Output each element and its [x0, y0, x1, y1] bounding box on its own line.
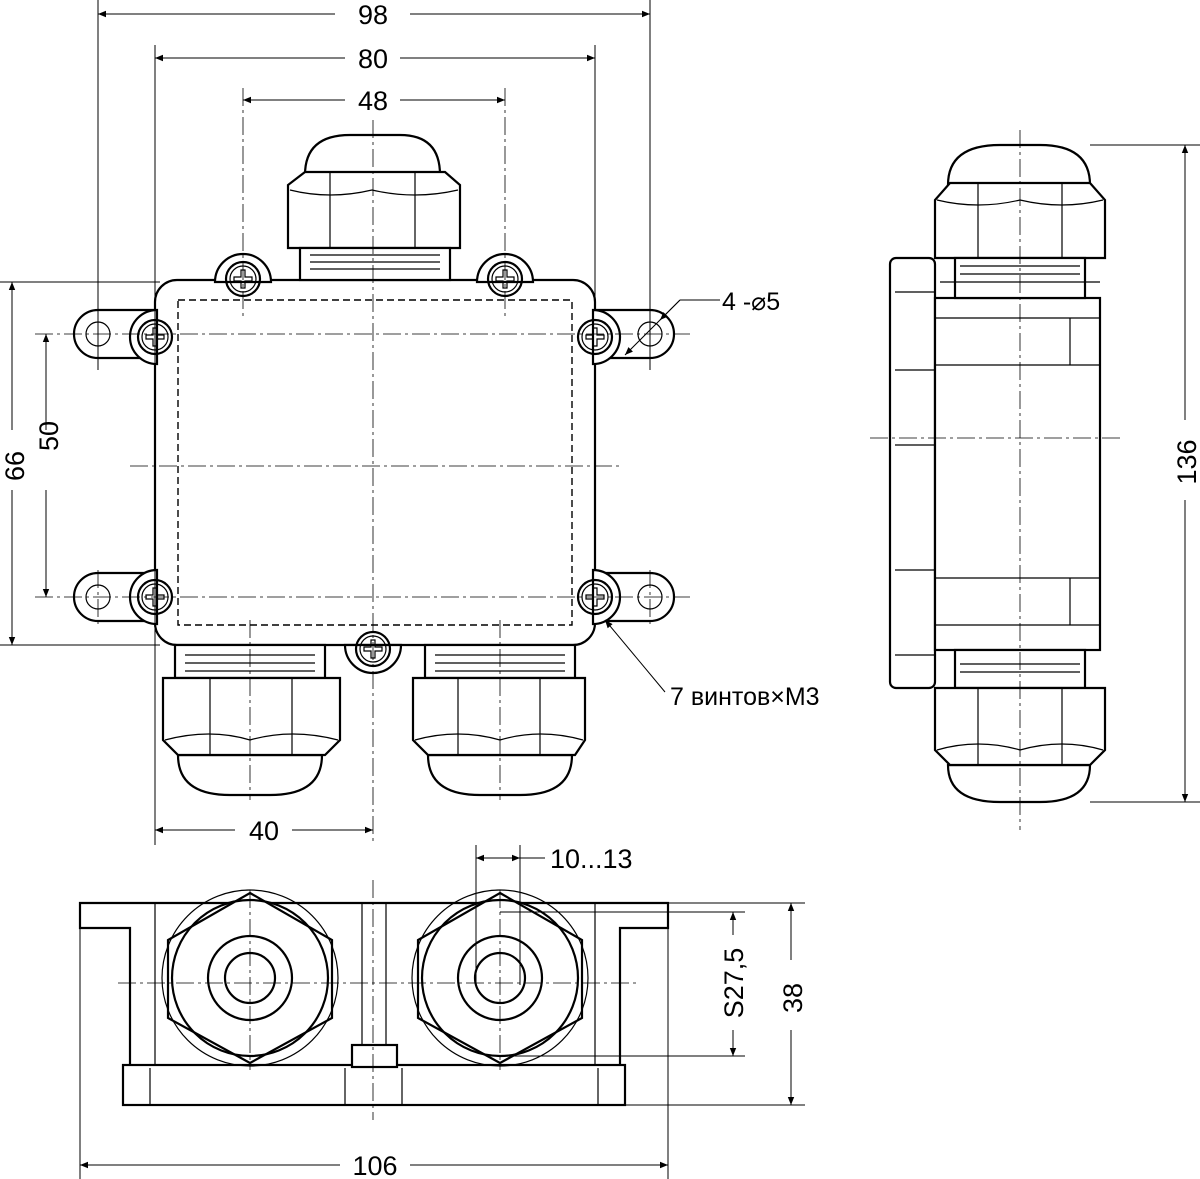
front-view	[35, 88, 690, 845]
top-cable-gland	[286, 133, 462, 282]
lid-outline	[177, 299, 573, 626]
dim-48: 48	[358, 86, 388, 116]
dim-38: 38	[778, 983, 808, 1013]
dim-66: 66	[0, 451, 30, 481]
enclosure-body	[153, 278, 597, 647]
dim-50: 50	[34, 421, 64, 451]
bottom-cable-gland-left	[161, 643, 342, 797]
dim-136: 136	[1172, 439, 1200, 484]
screws-callout: 7 винтов×M3	[670, 683, 820, 711]
dim-nut-size: S27,5	[719, 948, 749, 1019]
bottom-view: 10...13 S27,5 38 106	[78, 844, 808, 1179]
front-dimensions: 98 80 48 66 50 40 4 -⌀5 7 винтов×M3	[0, 0, 820, 846]
bottom-cable-gland-right	[411, 643, 587, 797]
side-view: 136	[870, 130, 1200, 830]
dim-98: 98	[358, 0, 388, 30]
dim-80: 80	[358, 44, 388, 74]
holes-callout: 4 -⌀5	[722, 288, 780, 316]
dim-cable-range: 10...13	[550, 844, 633, 874]
dim-40: 40	[249, 816, 279, 846]
dim-106: 106	[352, 1151, 397, 1179]
